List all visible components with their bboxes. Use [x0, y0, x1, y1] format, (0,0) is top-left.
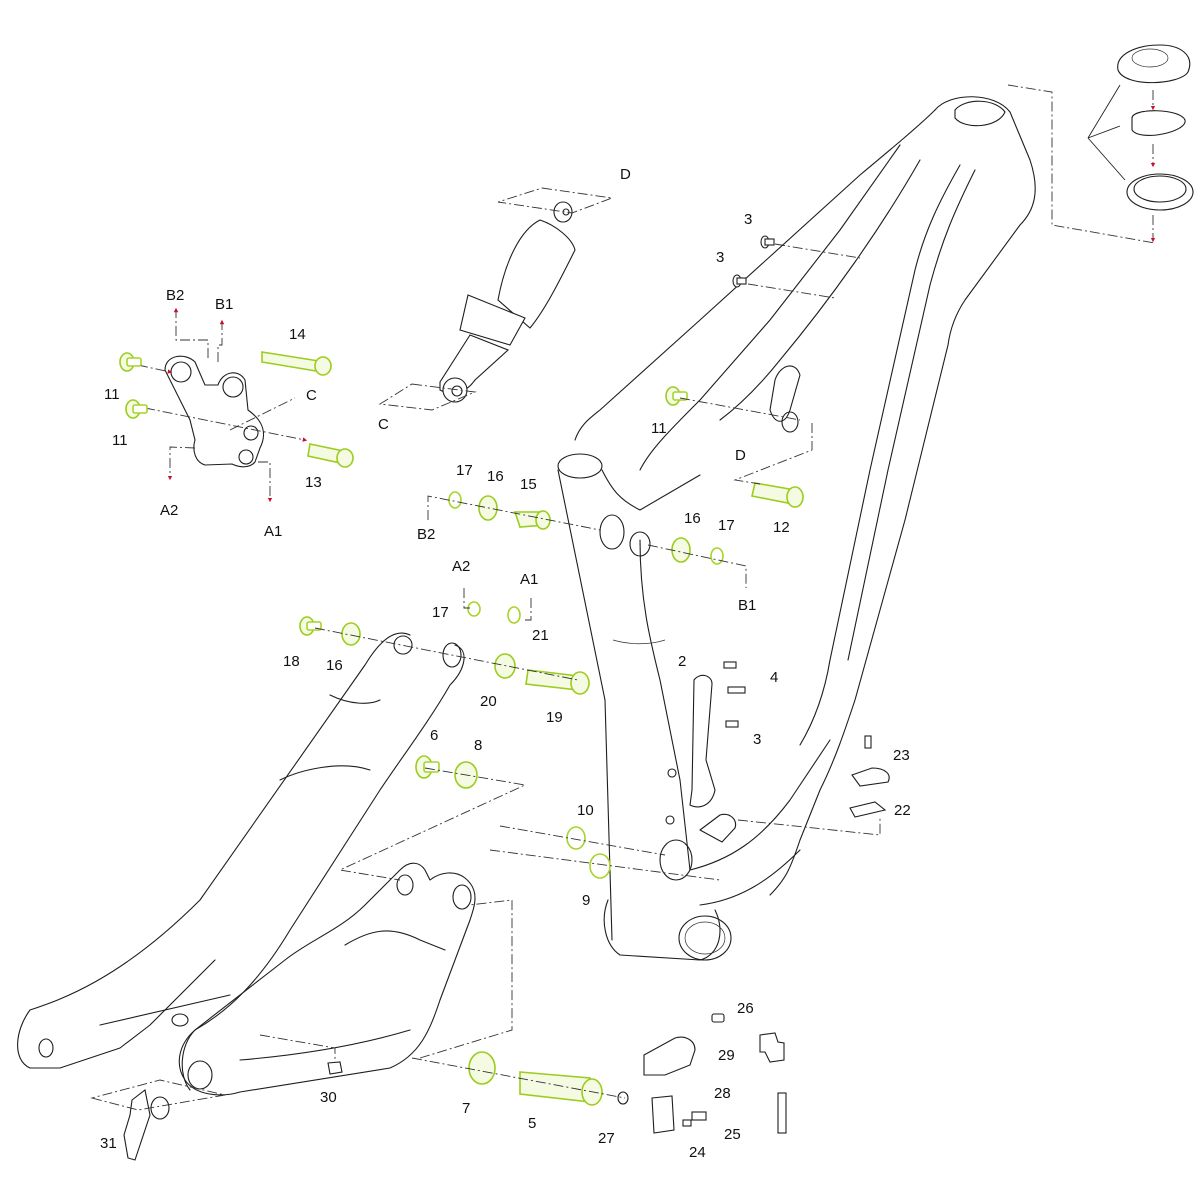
- label-conn-a2-rocker: A2: [160, 502, 178, 519]
- label-conn-a1-rocker: A1: [264, 523, 282, 540]
- label-part-3b: 3: [716, 249, 724, 266]
- rear-triangle: [17, 632, 476, 1096]
- label-part-22: 22: [894, 802, 911, 819]
- label-part-27: 27: [598, 1130, 615, 1147]
- label-part-30: 30: [320, 1089, 337, 1106]
- rear-shock: [378, 187, 613, 411]
- label-part-26: 26: [737, 1000, 754, 1017]
- label-part-17c: 17: [432, 604, 449, 621]
- part-number-labels: 2 3 3 3 4 5 6 7 8 9 10 11 11 11 12 13 14…: [100, 211, 911, 1161]
- label-conn-b1-rocker: B1: [215, 296, 233, 313]
- label-part-20: 20: [480, 693, 497, 710]
- label-part-17a: 17: [456, 462, 473, 479]
- label-part-15: 15: [520, 476, 537, 493]
- label-part-16a: 16: [487, 468, 504, 485]
- connection-labels: B2 B1 C A2 A1 D C D B2 B1 A2 A1: [160, 166, 756, 614]
- rocker-link: [137, 307, 308, 503]
- label-part-28: 28: [714, 1085, 731, 1102]
- small-hardware: [123, 235, 890, 1161]
- green-hardware: [119, 351, 804, 1106]
- main-frame: [557, 96, 1036, 961]
- label-part-16b: 16: [684, 510, 701, 527]
- label-part-29: 29: [718, 1047, 735, 1064]
- label-part-11b: 11: [112, 432, 128, 449]
- label-part-24: 24: [689, 1144, 706, 1161]
- label-part-11a: 11: [104, 386, 120, 403]
- label-part-7: 7: [462, 1100, 470, 1117]
- label-part-8: 8: [474, 737, 482, 754]
- assembly-lines: [90, 243, 881, 1111]
- label-part-10: 10: [577, 802, 594, 819]
- label-part-23: 23: [893, 747, 910, 764]
- headset-assembly: [1007, 44, 1194, 244]
- label-conn-b2-rocker: B2: [166, 287, 184, 304]
- label-conn-a2-stay: A2: [452, 558, 470, 575]
- label-part-17b: 17: [718, 517, 735, 534]
- label-part-18: 18: [283, 653, 300, 670]
- label-part-11c: 11: [651, 420, 667, 437]
- label-part-25: 25: [724, 1126, 741, 1143]
- label-part-21: 21: [532, 627, 549, 644]
- label-conn-b2-frame: B2: [417, 526, 435, 543]
- label-part-5: 5: [528, 1115, 536, 1132]
- label-part-6: 6: [430, 727, 438, 744]
- label-part-3c: 3: [753, 731, 761, 748]
- label-conn-c-rocker: C: [306, 387, 317, 404]
- label-part-4: 4: [770, 669, 778, 686]
- label-part-12: 12: [773, 519, 790, 536]
- label-part-14: 14: [289, 326, 306, 343]
- label-conn-a1-stay: A1: [520, 571, 538, 588]
- label-conn-d-shock: D: [620, 166, 631, 183]
- label-part-19: 19: [546, 709, 563, 726]
- label-part-2: 2: [678, 653, 686, 670]
- label-conn-d-frame: D: [735, 447, 746, 464]
- label-part-31: 31: [100, 1135, 117, 1152]
- label-part-16c: 16: [326, 657, 343, 674]
- label-part-3a: 3: [744, 211, 752, 228]
- label-part-13: 13: [305, 474, 322, 491]
- label-part-9: 9: [582, 892, 590, 909]
- label-conn-b1-frame: B1: [738, 597, 756, 614]
- label-conn-c-shock: C: [378, 416, 389, 433]
